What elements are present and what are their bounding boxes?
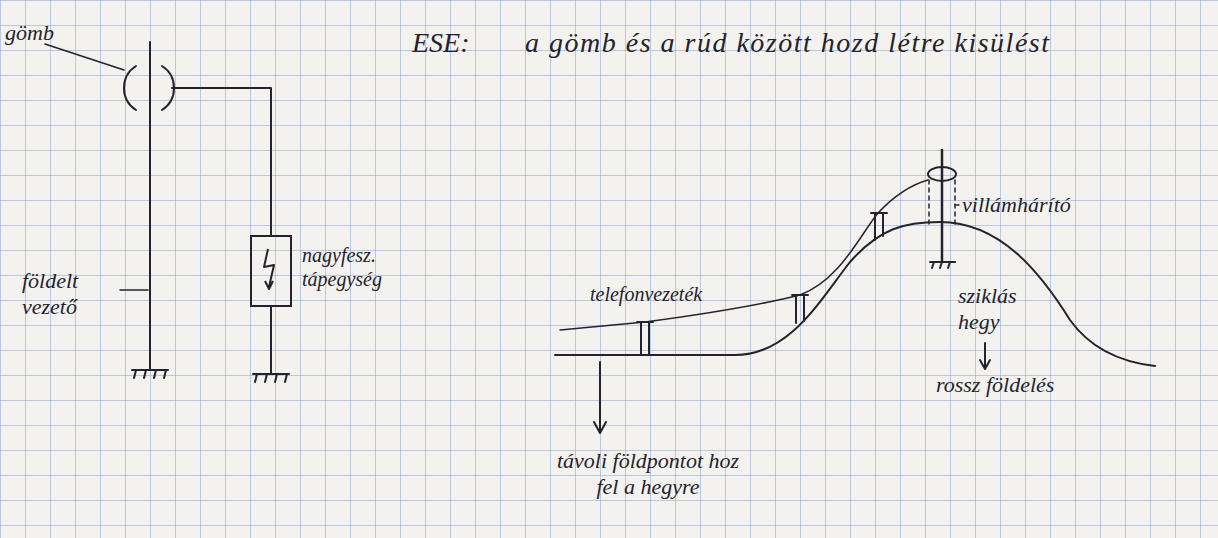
wire: [270, 306, 272, 374]
part-label: telefonvezeték: [590, 282, 702, 306]
note-label: rossz földelés: [936, 372, 1054, 398]
wire: [172, 88, 271, 236]
part-label: gömb: [5, 20, 54, 46]
leader-line: [45, 44, 124, 70]
telephone-wire: [560, 180, 928, 330]
ground-symbol: [132, 370, 168, 378]
task-label: ESE:: [412, 26, 470, 60]
power-supply-box: nagyfesz. tápegység: [250, 235, 292, 307]
sphere-outline: [124, 66, 136, 110]
note-label: sziklás hegy: [958, 283, 1030, 336]
leader-line: [120, 289, 148, 291]
task-text: a gömb és a rúd között hozd létre kisülé…: [525, 26, 1215, 60]
node-label: nagyfesz. tápegység: [302, 243, 420, 291]
telephone-pole: [792, 295, 808, 323]
ring: [928, 167, 956, 181]
grounded-conductor: [149, 42, 151, 370]
discharge-path: [928, 180, 930, 228]
ground-symbol: [930, 262, 955, 268]
lightning-symbol: [252, 237, 290, 305]
down-arrow: [594, 362, 606, 433]
note-label: távoli földpontot hoz fel a hegyre: [548, 448, 748, 501]
telephone-pole: [871, 213, 887, 240]
telephone-pole: [637, 322, 653, 355]
part-label: földelt vezető: [22, 268, 117, 321]
down-arrow: [980, 343, 990, 369]
leader-line: [955, 204, 959, 206]
discharge-path: [954, 180, 956, 228]
part-label: villámhárító: [962, 192, 1071, 218]
mountain-outline: [555, 222, 1155, 366]
ground-symbol: [253, 374, 289, 382]
